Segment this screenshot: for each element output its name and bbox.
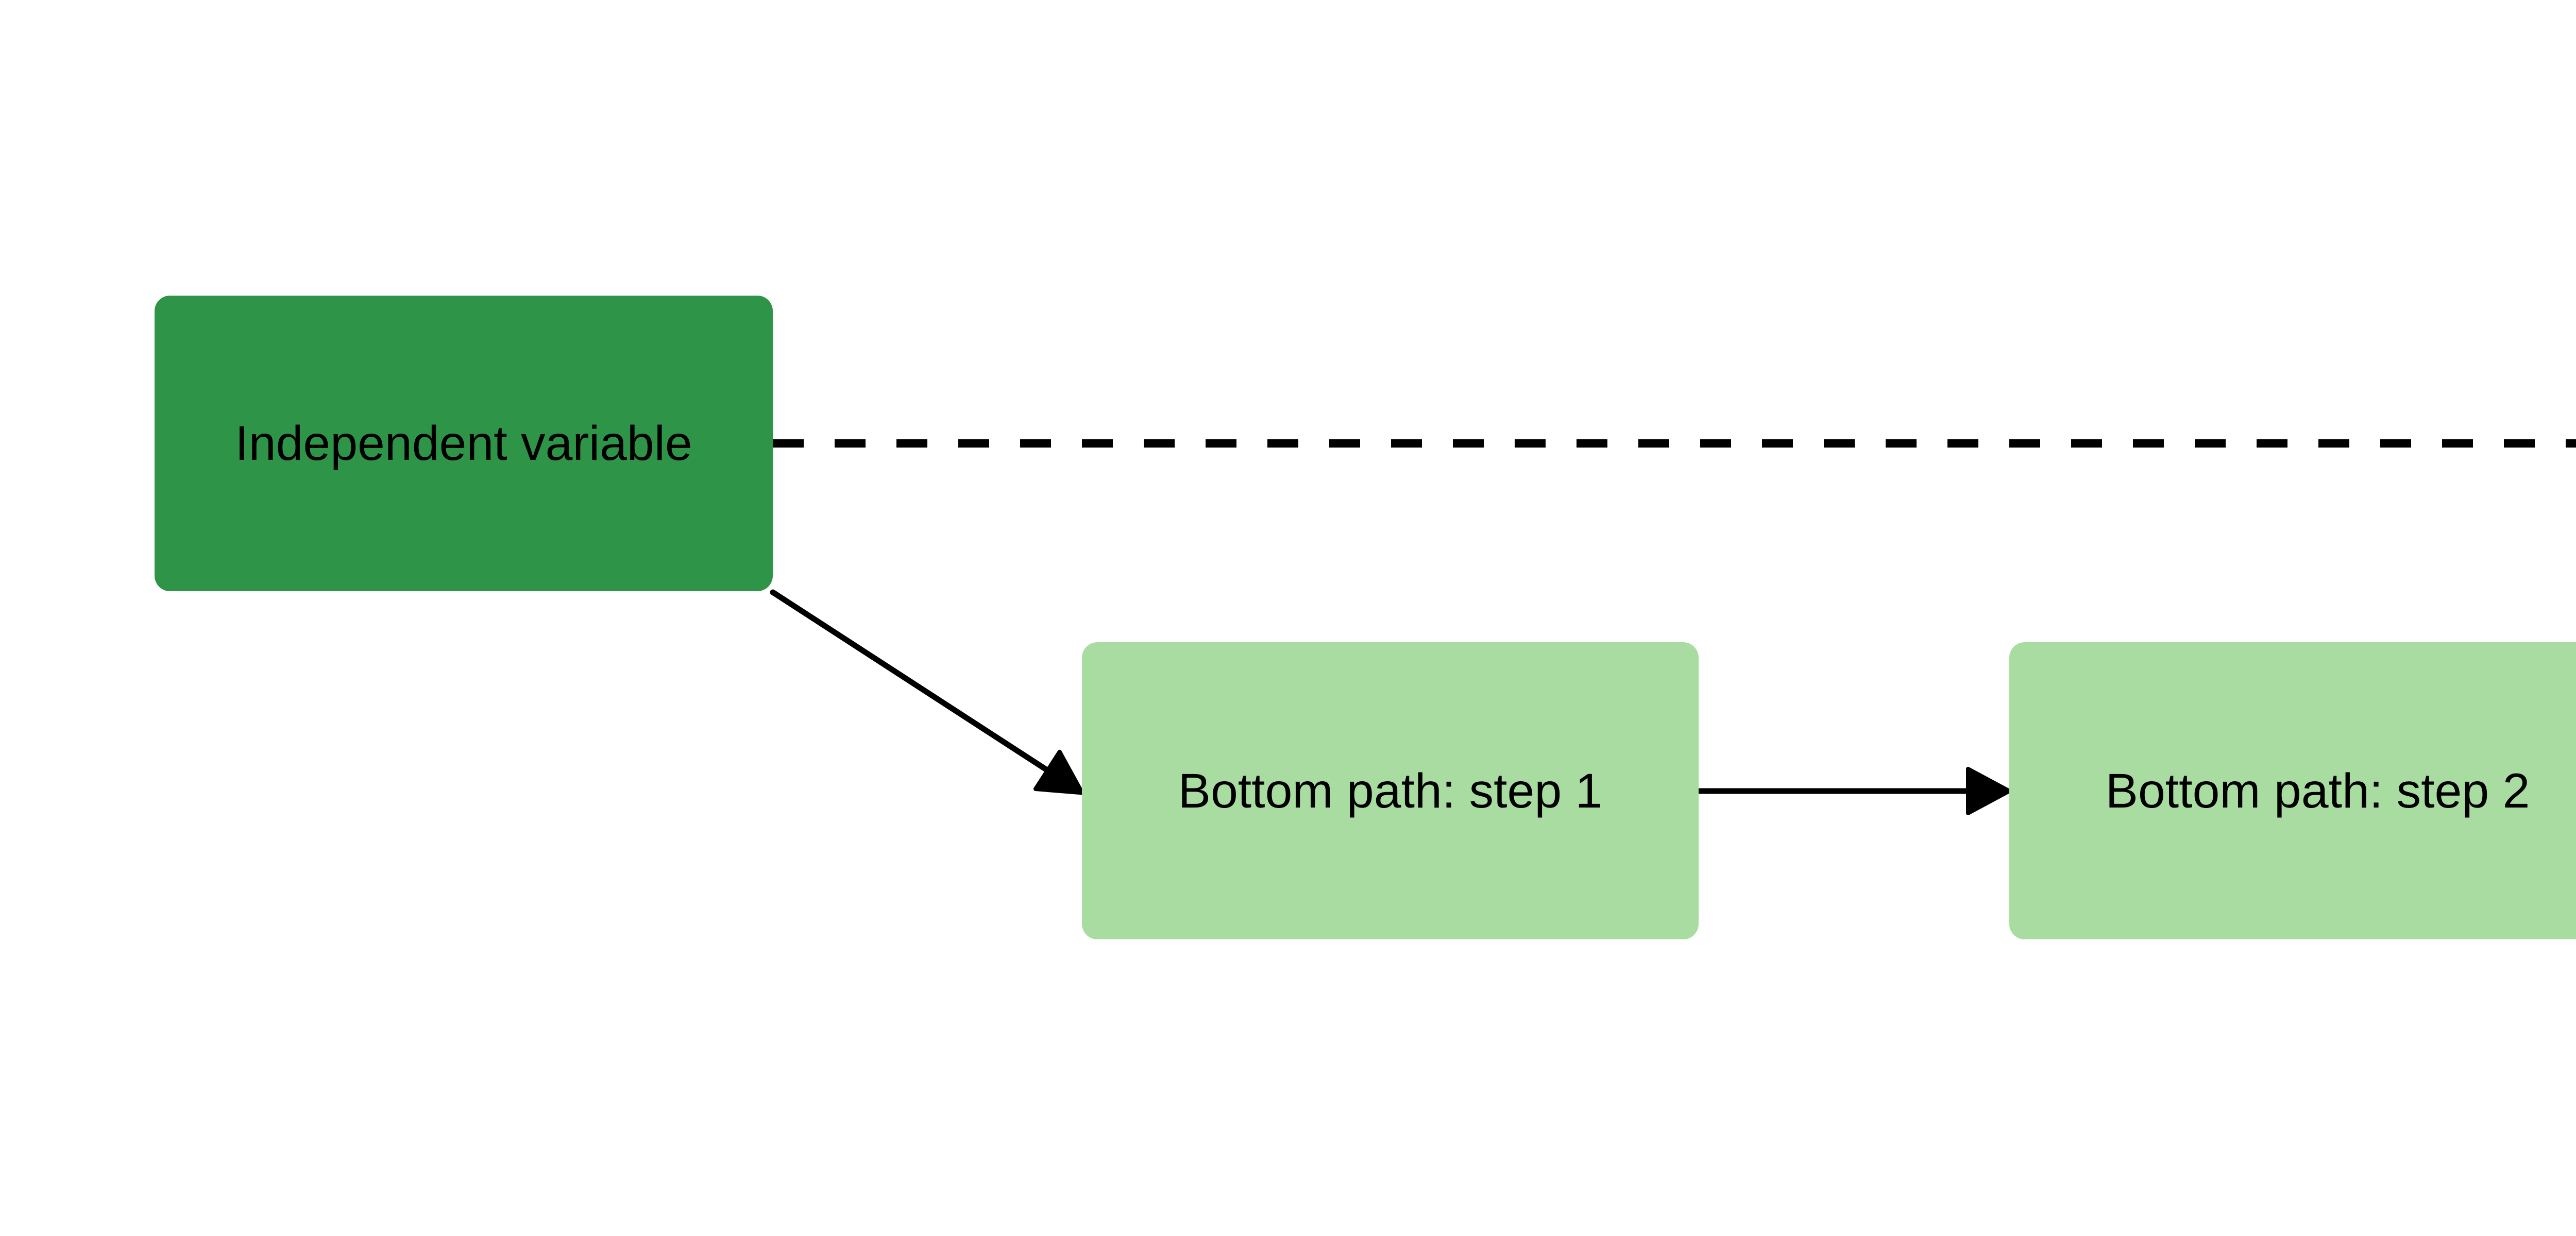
node-bottom-path-step2: Bottom path: step 2 bbox=[2009, 642, 2576, 939]
edge-independent-to-step1 bbox=[770, 589, 1084, 795]
node-label: Bottom path: step 1 bbox=[1178, 763, 1603, 818]
node-label: Bottom path: step 2 bbox=[2105, 763, 2530, 818]
node-independent-variable: Independent variable bbox=[155, 296, 773, 591]
node-bottom-path-step1: Bottom path: step 1 bbox=[1082, 642, 1699, 939]
node-label: Independent variable bbox=[235, 416, 692, 471]
